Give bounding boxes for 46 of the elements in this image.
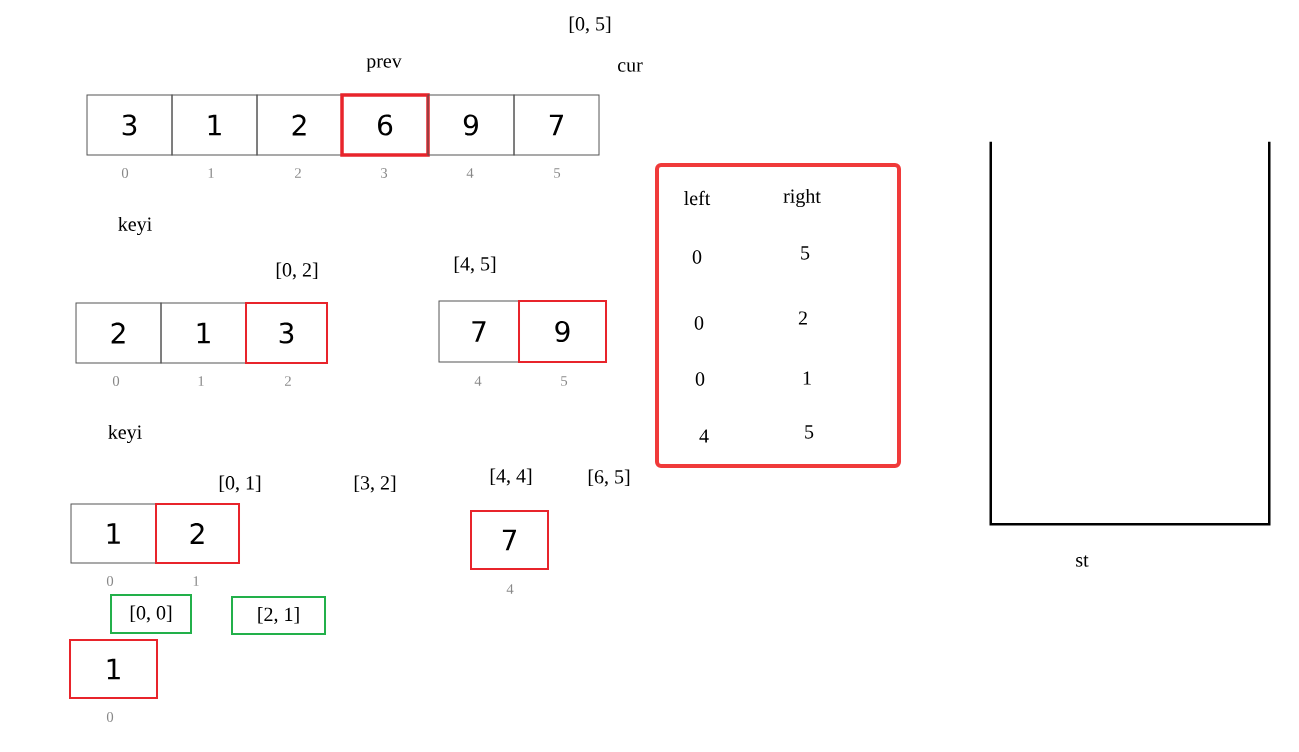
pointer-label: cur bbox=[618, 62, 643, 72]
index-label: 1 bbox=[198, 376, 204, 386]
range-label: [6, 5] bbox=[588, 469, 630, 487]
stack-container bbox=[989, 141, 1271, 526]
array-cell: 1 bbox=[69, 639, 158, 699]
array-cell: 1 bbox=[171, 94, 258, 156]
index-label: 4 bbox=[474, 376, 482, 386]
index-label: 5 bbox=[554, 168, 561, 178]
range-label: [0, 2] bbox=[276, 262, 318, 280]
array-cell: 7 bbox=[513, 94, 600, 156]
index-label: 2 bbox=[285, 376, 291, 386]
index-label: 0 bbox=[121, 168, 129, 178]
index-label: 4 bbox=[506, 584, 514, 594]
array-cell: 3 bbox=[245, 302, 328, 364]
pointer-label: keyi bbox=[108, 424, 142, 444]
index-label: 0 bbox=[106, 576, 114, 586]
array-cell: 1 bbox=[70, 503, 157, 564]
index-label: 4 bbox=[466, 168, 474, 178]
index-label: 3 bbox=[381, 168, 388, 178]
pointer-label: keyi bbox=[118, 216, 152, 236]
range-label: [4, 5] bbox=[454, 256, 496, 274]
range-box: [0, 0] bbox=[110, 594, 192, 634]
array-cell: 9 bbox=[427, 94, 515, 156]
index-label: 5 bbox=[561, 376, 568, 386]
index-label: 0 bbox=[106, 712, 114, 722]
range-box: [2, 1] bbox=[231, 596, 326, 635]
stack-label: st bbox=[1076, 555, 1089, 567]
array-cell: 2 bbox=[155, 503, 240, 564]
index-label: 0 bbox=[112, 376, 120, 386]
index-label: 1 bbox=[193, 576, 199, 586]
index-label: 2 bbox=[295, 168, 301, 178]
array-cell: 9 bbox=[518, 300, 607, 363]
pointer-label: prev bbox=[366, 58, 402, 72]
array-cell: 2 bbox=[75, 302, 162, 364]
array-cell: 6 bbox=[340, 93, 430, 157]
array-cell: 1 bbox=[160, 302, 247, 364]
range-label: [0, 1] bbox=[219, 475, 261, 493]
array-cell: 7 bbox=[470, 510, 549, 570]
table-box: left right 0 5 0 2 0 1 4 5 bbox=[655, 163, 901, 468]
range-label: [0, 5] bbox=[569, 16, 611, 34]
range-label: [4, 4] bbox=[490, 468, 532, 486]
array-cell: 2 bbox=[256, 94, 343, 156]
range-label: [3, 2] bbox=[354, 475, 396, 493]
array-cell: 3 bbox=[86, 94, 173, 156]
index-label: 1 bbox=[208, 168, 214, 178]
array-cell: 7 bbox=[438, 300, 520, 363]
